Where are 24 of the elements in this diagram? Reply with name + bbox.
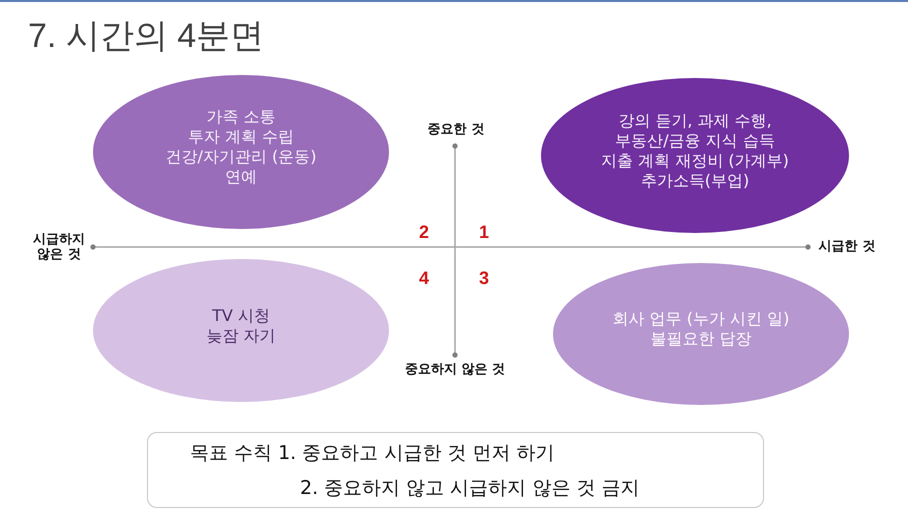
activity-text: TV 시청 [212, 306, 270, 326]
activity-text: 투자 계획 수립 [188, 127, 294, 147]
axis-label: 시급한 것 [818, 239, 876, 254]
axis-label: 중요하지 않은 것 [404, 362, 506, 377]
activity-text: 강의 듣기, 과제 수행, [618, 110, 772, 130]
axis-label: 시급하지 않은 것 [32, 232, 86, 262]
goal-rule-text: 목표 수칙 1. 중요하고 시급한 것 먼저 하기 [190, 441, 554, 465]
activity-text: 지출 계획 재정비 (가계부) [601, 150, 789, 170]
quadrant-number: 3 [478, 268, 490, 288]
activity-text: 연예 [225, 167, 257, 187]
activity-text: 추가소득(부업) [640, 170, 750, 190]
quadrant-number: 2 [418, 222, 430, 242]
activity-text: 부동산/금융 지식 습득 [615, 130, 775, 150]
quadrant-number: 4 [418, 268, 430, 288]
activity-text: 불필요한 답장 [650, 329, 752, 349]
activity-text: 늦잠 자기 [206, 326, 276, 346]
slide-title: 7. 시간의 4분면 [28, 16, 264, 57]
goal-rules-box [147, 432, 764, 508]
activity-text: 회사 업무 (누가 시킨 일) [612, 309, 790, 329]
activity-text: 건강/자기관리 (운동) [166, 147, 316, 167]
quadrant-number: 1 [478, 222, 490, 242]
axis-label: 중요한 것 [426, 122, 486, 137]
goal-rule-text: 2. 중요하지 않고 시급하지 않은 것 금지 [300, 476, 640, 500]
activity-text: 가족 소통 [206, 107, 276, 127]
